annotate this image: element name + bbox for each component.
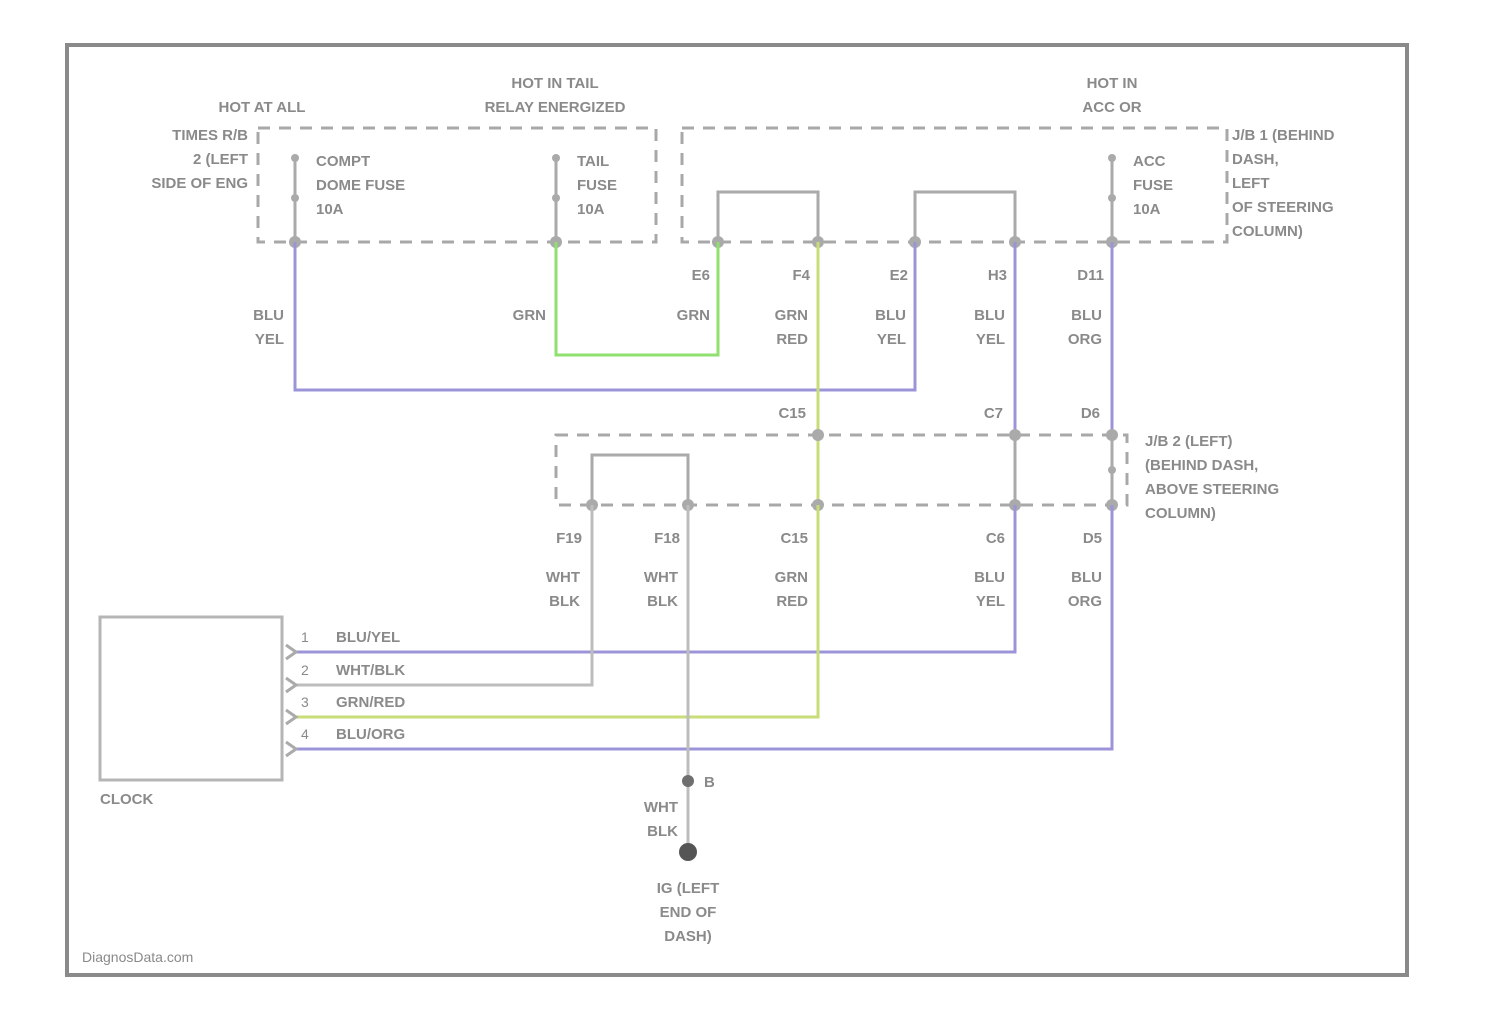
wire-label-yel-5: YEL: [976, 331, 1005, 348]
clock-pin-2-wire: WHT/BLK: [336, 662, 405, 679]
jb2-location-line-2: (BEHIND DASH,: [1145, 457, 1258, 474]
connector-c15-lower-label: C15: [780, 530, 808, 547]
ground-wire-label-wht: WHT: [644, 799, 678, 816]
low-wire-label-grn-3: GRN: [775, 569, 808, 586]
acc-fuse-rating: 10A: [1133, 201, 1161, 218]
acc-or-label: ACC OR: [1082, 99, 1141, 116]
connector-f18-label: F18: [654, 530, 680, 547]
low-wire-label-blu-4: BLU: [974, 569, 1005, 586]
wire-label-grn-2: GRN: [677, 307, 710, 324]
jb1-location-line-3: LEFT: [1232, 175, 1270, 192]
ground-location-line-1: IG (LEFT: [657, 880, 720, 897]
dome-fuse-type: DOME FUSE: [316, 177, 405, 194]
wire-label-grn-1: GRN: [513, 307, 546, 324]
wire-label-grn-3: GRN: [775, 307, 808, 324]
ground-splice-dot: [682, 775, 694, 787]
jb1-location-line-1: J/B 1 (BEHIND: [1232, 127, 1335, 144]
connector-c15-upper-label: C15: [778, 405, 806, 422]
hot-in-tail-label: HOT IN TAIL: [511, 75, 598, 92]
jb1-location-line-2: DASH,: [1232, 151, 1279, 168]
dome-fuse-rating: 10A: [316, 201, 344, 218]
wire-label-org-6: ORG: [1068, 331, 1102, 348]
low-wire-label-wht-2: WHT: [644, 569, 678, 586]
relay-box-location-line-3: SIDE OF ENG: [151, 175, 248, 192]
watermark-text: DiagnosData.com: [82, 949, 193, 965]
connector-c7-label: C7: [984, 405, 1003, 422]
jb1-internal-bridge-a: [718, 192, 818, 242]
tail-fuse-symbol: [552, 154, 560, 242]
connector-d11-label: D11: [1077, 267, 1104, 284]
clock-wire-2-wht-blk: [296, 505, 592, 685]
acc-fuse-name: ACC: [1133, 153, 1166, 170]
tail-fuse-rating: 10A: [577, 201, 605, 218]
ground-location-line-3: DASH): [664, 928, 712, 945]
acc-fuse-type: FUSE: [1133, 177, 1173, 194]
ground-splice-label: B: [704, 774, 715, 791]
connector-e6-label: E6: [692, 267, 710, 284]
clock-pin-stubs: [286, 645, 296, 756]
dome-fuse-name: COMPT: [316, 153, 370, 170]
jb1-location-line-5: COLUMN): [1232, 223, 1303, 240]
wire-label-yel-1: YEL: [255, 331, 284, 348]
low-wire-label-blu-5: BLU: [1071, 569, 1102, 586]
hot-at-all-label: HOT AT ALL: [219, 99, 306, 116]
clock-pin-1-number: 1: [301, 629, 309, 645]
relay-box-location-line-1: TIMES R/B: [172, 127, 248, 144]
low-wire-label-wht-1: WHT: [546, 569, 580, 586]
clock-pin-1-wire: BLU/YEL: [336, 629, 400, 646]
connector-d5-label: D5: [1083, 530, 1102, 547]
wire-label-blu-4: BLU: [875, 307, 906, 324]
connector-h3-label: H3: [988, 267, 1007, 284]
wire-label-blu-5: BLU: [974, 307, 1005, 324]
low-wire-label-blk-1: BLK: [549, 593, 580, 610]
wire-grn-tail-to-e6: [556, 242, 718, 355]
clock-pin-4-number: 4: [301, 726, 309, 742]
connector-f19-label: F19: [556, 530, 582, 547]
tail-fuse-name: TAIL: [577, 153, 609, 170]
junction-block-2-outline: [556, 435, 1127, 505]
acc-fuse-symbol: [1108, 154, 1116, 242]
jb2-location-line-4: COLUMN): [1145, 505, 1216, 522]
relay-energized-label: RELAY ENERGIZED: [485, 99, 626, 116]
hot-in-label: HOT IN: [1087, 75, 1138, 92]
connector-d6-label: D6: [1081, 405, 1100, 422]
low-wire-label-yel-4: YEL: [976, 593, 1005, 610]
wire-label-red-3: RED: [776, 331, 808, 348]
mid-connector-pins: [586, 429, 1118, 511]
clock-pin-3-wire: GRN/RED: [336, 694, 405, 711]
clock-pin-3-number: 3: [301, 694, 309, 710]
jb2-location-line-3: ABOVE STEERING: [1145, 481, 1279, 498]
clock-pin-2-number: 2: [301, 662, 309, 678]
low-wire-label-blk-2: BLK: [647, 593, 678, 610]
jb1-location-line-4: OF STEERING: [1232, 199, 1334, 216]
low-wire-label-org-5: ORG: [1068, 593, 1102, 610]
wire-label-yel-4: YEL: [877, 331, 906, 348]
wire-blu-yel-dome-to-e2: [295, 242, 915, 390]
dome-fuse-symbol: [291, 154, 299, 242]
ground-wire-label-blk: BLK: [647, 823, 678, 840]
ground-location-line-2: END OF: [660, 904, 717, 921]
jb1-internal-bridge-b: [915, 192, 1015, 242]
wire-label-blu-1: BLU: [253, 307, 284, 324]
ground-point-icon: [679, 843, 697, 861]
connector-c6-label: C6: [986, 530, 1005, 547]
clock-component: [100, 617, 282, 780]
clock-pin-4-wire: BLU/ORG: [336, 726, 405, 743]
connector-e2-label: E2: [890, 267, 908, 284]
low-wire-label-red-3: RED: [776, 593, 808, 610]
jb2-internal-bridge: [592, 455, 688, 505]
jb2-location-line-1: J/B 2 (LEFT): [1145, 433, 1233, 450]
jb2-splice-point: [1108, 466, 1116, 474]
wire-label-blu-6: BLU: [1071, 307, 1102, 324]
clock-label: CLOCK: [100, 791, 153, 808]
connector-f4-label: F4: [792, 267, 810, 284]
tail-fuse-type: FUSE: [577, 177, 617, 194]
relay-box-location-line-2: 2 (LEFT: [193, 151, 248, 168]
